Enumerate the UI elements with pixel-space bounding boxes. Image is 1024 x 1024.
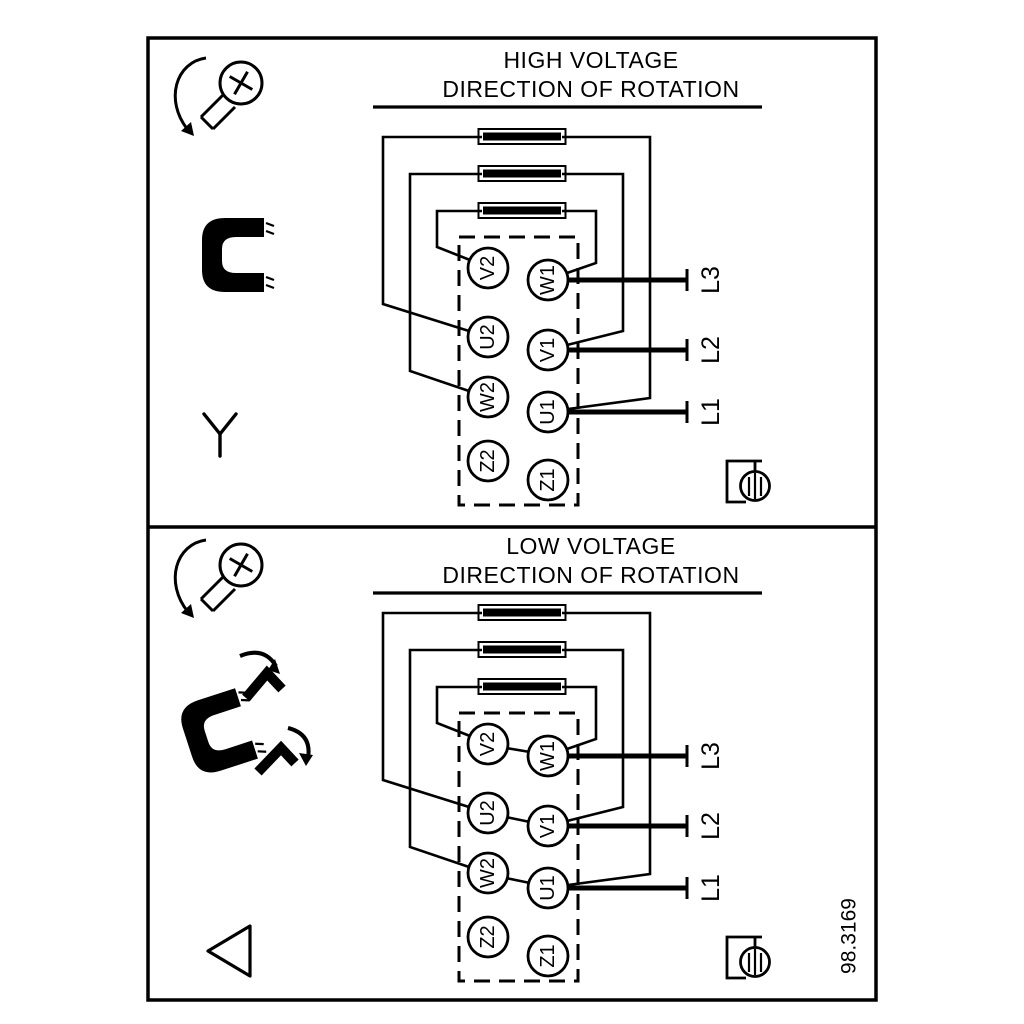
terminal-circle — [466, 722, 510, 766]
terminal-label: W2 — [477, 382, 499, 412]
supply-line-label: L1 — [697, 874, 725, 902]
link-piece — [242, 665, 286, 702]
delta-bridge-wire — [505, 876, 531, 885]
relocate-links-icon — [174, 650, 313, 779]
move-arrow — [287, 726, 311, 759]
supply-line-label: L2 — [697, 336, 725, 364]
terminal-circle — [466, 851, 510, 895]
figure-number: 98.3169 — [838, 898, 861, 974]
supply-lines — [568, 269, 689, 423]
terminal-label: W1 — [537, 265, 559, 295]
terminal-label: Z2 — [477, 925, 499, 948]
terminal-circle — [526, 734, 570, 778]
terminal-label: Z1 — [537, 468, 559, 491]
wire — [562, 611, 652, 887]
terminal-labels: V2 U2 W2 Z2 W1 V1 U1 Z1 — [477, 256, 559, 492]
terminal-circle — [526, 328, 570, 372]
wire — [408, 648, 482, 869]
delta-bridge-wire — [505, 815, 531, 824]
terminal-circle — [526, 866, 570, 910]
terminal-block-outline — [457, 711, 580, 983]
star-connection-icon — [202, 412, 238, 458]
wiring — [381, 611, 652, 887]
supply-line-label: L3 — [697, 742, 725, 770]
terminal-label: V2 — [477, 732, 499, 756]
terminal-label: Z2 — [477, 449, 499, 472]
terminal-labels: V2 U2 W2 Z2 W1 V1 U1 Z1 — [477, 732, 559, 968]
low-voltage-panel: LOW VOLTAGE DIRECTION OF ROTATION L3 L2 … — [173, 533, 861, 983]
wire — [562, 685, 598, 751]
wire — [562, 135, 652, 411]
terminal-label: V1 — [537, 338, 559, 362]
terminal-circle — [466, 915, 510, 959]
supply-lines — [568, 745, 689, 899]
terminal-label: W1 — [537, 741, 559, 771]
panel-title: LOW VOLTAGE — [506, 533, 676, 559]
panel-subtitle: DIRECTION OF ROTATION — [442, 76, 739, 102]
terminal-circle — [466, 439, 510, 483]
wire — [435, 685, 482, 738]
wire — [562, 172, 625, 347]
supply-line-label: L2 — [697, 812, 725, 840]
wire — [562, 648, 625, 823]
terminal-circle — [466, 375, 510, 419]
terminal-label: V1 — [537, 814, 559, 838]
terminal-circle — [526, 258, 570, 302]
wire — [562, 209, 598, 275]
terminal-label: W2 — [477, 858, 499, 888]
terminal-label: Z1 — [537, 944, 559, 967]
terminal-circle — [526, 934, 570, 978]
terminal-block — [466, 722, 570, 978]
terminal-label: U1 — [537, 875, 559, 901]
terminal-link-bars — [477, 128, 567, 219]
outer-frame — [146, 36, 878, 1002]
supply-line-label: L1 — [697, 398, 725, 426]
link-piece — [254, 740, 299, 776]
supply-line-label: L3 — [697, 266, 725, 294]
terminal-block-outline — [457, 235, 580, 507]
terminal-label: V2 — [477, 256, 499, 280]
terminal-circle — [466, 791, 510, 835]
wiring — [381, 135, 652, 411]
terminal-circle — [466, 315, 510, 359]
wire — [381, 611, 482, 809]
panel-title: HIGH VOLTAGE — [503, 47, 678, 73]
terminal-circle — [526, 458, 570, 502]
terminal-label: U2 — [477, 800, 499, 826]
terminal-circle — [526, 804, 570, 848]
delta-bridge-wire — [505, 746, 531, 754]
delta-connection-icon — [206, 924, 252, 978]
terminal-link-bars — [477, 604, 567, 695]
terminal-block — [466, 246, 570, 502]
wire — [435, 209, 482, 262]
panel-subtitle: DIRECTION OF ROTATION — [442, 562, 739, 588]
terminal-circle — [526, 390, 570, 434]
wire — [408, 172, 482, 393]
terminal-label: U1 — [537, 399, 559, 425]
high-voltage-panel: HIGH VOLTAGE DIRECTION OF ROTATION L3 L2… — [173, 47, 771, 507]
wire — [381, 135, 482, 333]
terminal-circle — [466, 246, 510, 290]
terminal-label: U2 — [477, 324, 499, 350]
